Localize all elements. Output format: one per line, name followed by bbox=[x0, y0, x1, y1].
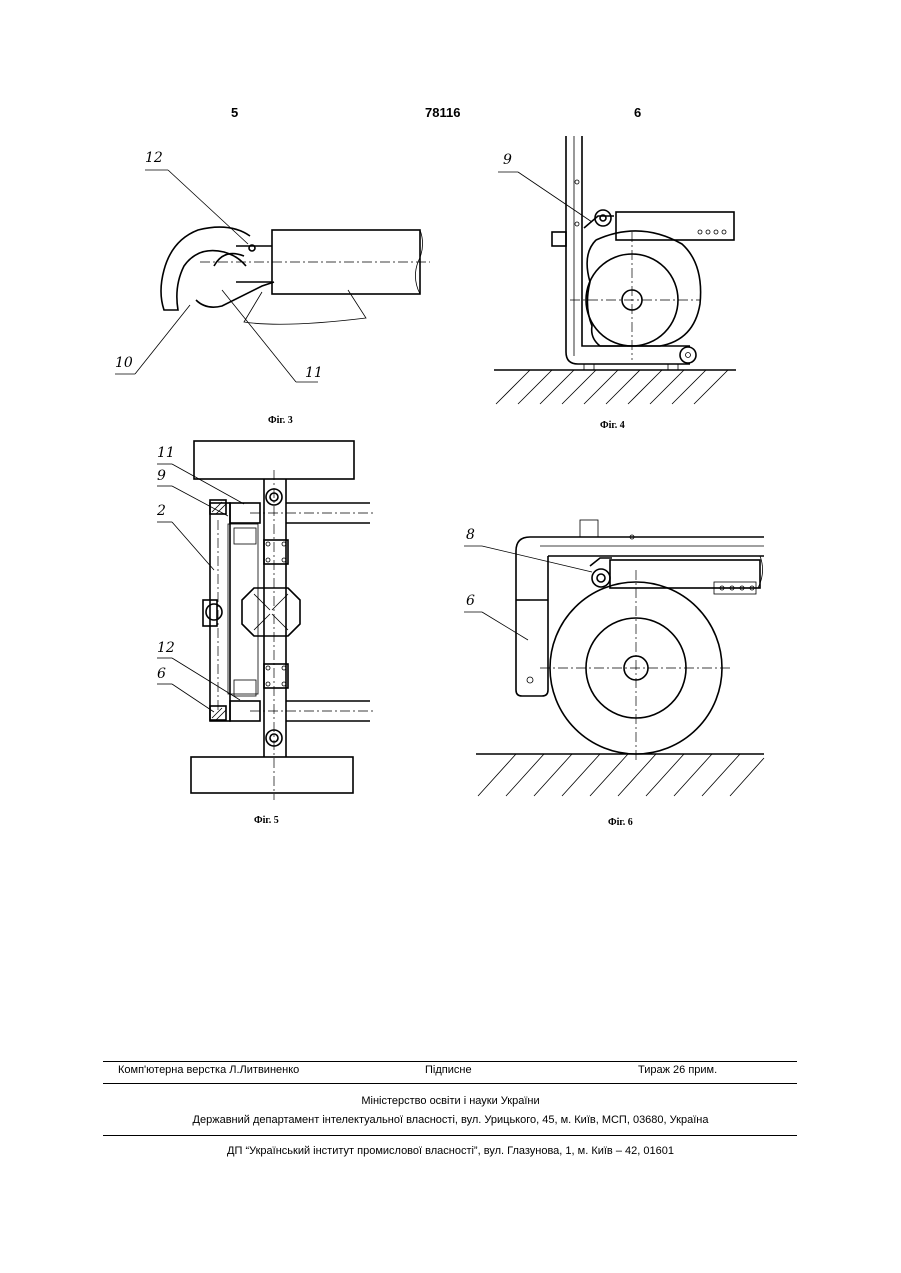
footer-institute: ДП “Український інститут промислової вла… bbox=[0, 1145, 901, 1157]
footer-signed: Підписне bbox=[425, 1064, 472, 1076]
footer-layout-credit: Комп'ютерна верстка Л.Литвиненко bbox=[118, 1064, 299, 1076]
footer-ministry: Міністерство освіти і науки України bbox=[0, 1095, 901, 1107]
figure-6: 8 6 Фіг. 6 bbox=[0, 0, 901, 840]
fig6-label-6: 6 bbox=[466, 593, 475, 609]
fig6-caption: Фіг. 6 bbox=[608, 817, 633, 828]
footer-circulation: Тираж 26 прим. bbox=[638, 1064, 717, 1076]
fig6-label-8: 8 bbox=[466, 527, 475, 543]
figure-6-drawing bbox=[0, 0, 901, 840]
footer-rule-bottom bbox=[103, 1135, 797, 1136]
footer-department: Державний департамент інтелектуальної вл… bbox=[0, 1114, 901, 1126]
footer-rule-middle bbox=[103, 1083, 797, 1084]
footer-rule-top bbox=[103, 1061, 797, 1062]
